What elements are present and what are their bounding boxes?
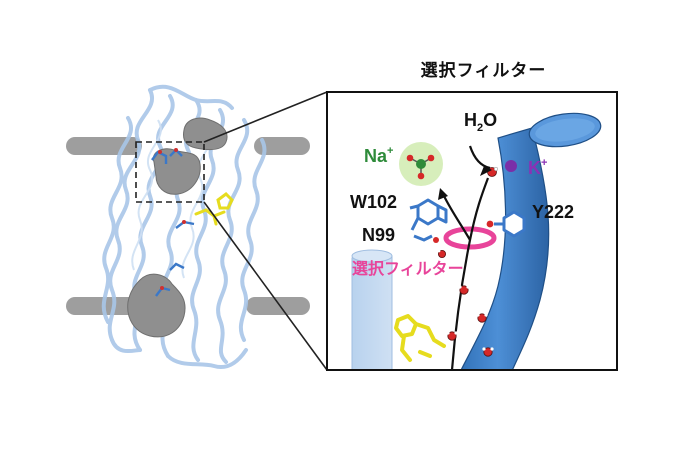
n99-label: N99 xyxy=(362,225,395,245)
potassium-label: K+ xyxy=(528,157,547,178)
potassium-ion xyxy=(505,160,517,172)
selectivity-filter-ring xyxy=(443,226,497,250)
filter-label: 選択フィルター xyxy=(352,259,464,278)
w102-label: W102 xyxy=(350,192,397,212)
surface-pocket-bottom xyxy=(127,273,186,338)
figure-title: 選択フィルター xyxy=(420,61,547,81)
y222-residue xyxy=(486,210,526,238)
sodium-label: Na+ xyxy=(364,145,393,166)
arrow-head-na xyxy=(438,188,448,200)
water-label: H2O xyxy=(464,110,497,134)
zoom-panel: H2O Na+ K+ W102 N99 Y222 選択フィルター xyxy=(326,91,618,371)
pale-helix xyxy=(351,249,393,370)
y222-label: Y222 xyxy=(532,202,574,222)
zoom-connectors xyxy=(203,91,328,371)
sodium-ion xyxy=(406,154,435,180)
n99-residue xyxy=(413,234,439,243)
selection-box xyxy=(135,141,205,203)
protein-overview xyxy=(66,84,310,369)
ligand-zoom xyxy=(394,314,446,362)
arrow-head-k xyxy=(480,166,492,176)
water-molecules-lower xyxy=(437,249,494,357)
w102-residue xyxy=(409,198,448,231)
